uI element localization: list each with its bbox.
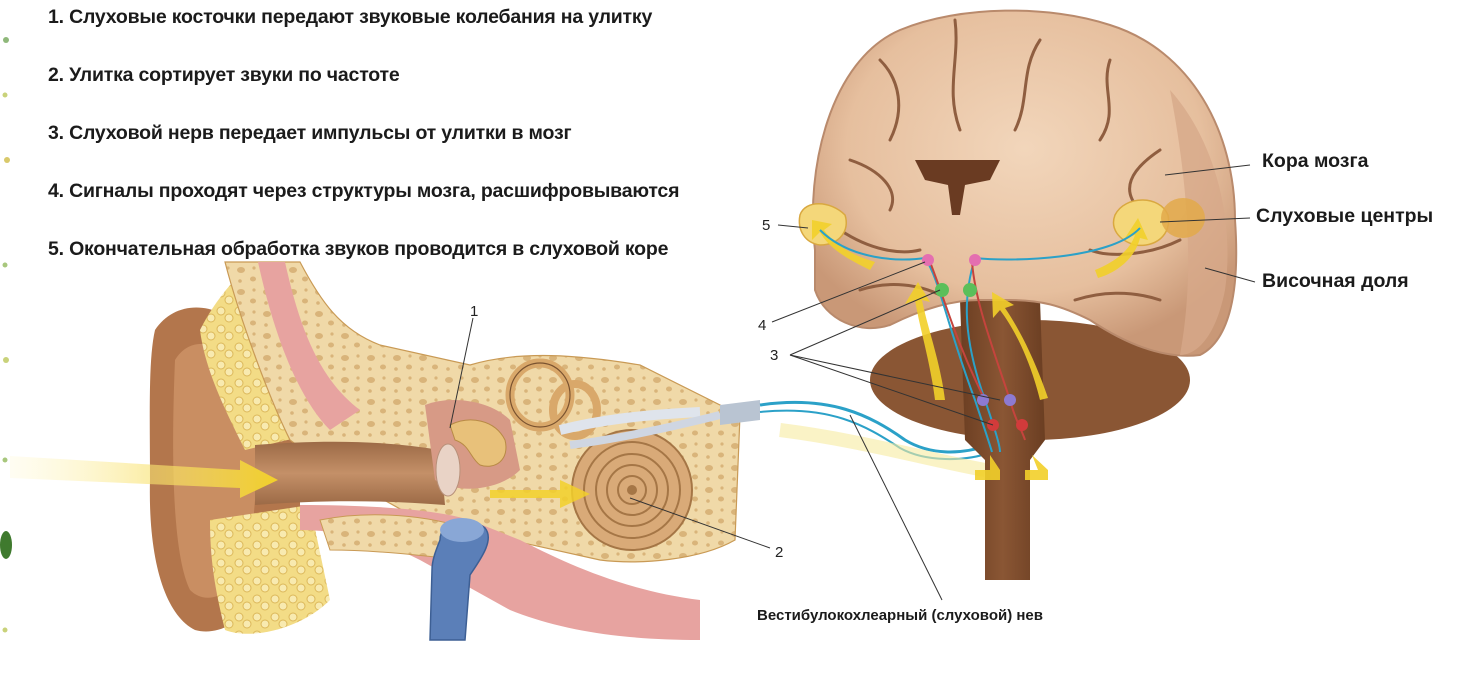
- label-temporal-lobe: Височная доля: [1262, 270, 1409, 293]
- step-4: 4. Сигналы проходят через структуры мозг…: [48, 178, 679, 236]
- brainstem: [960, 300, 1045, 580]
- callout-5: 5: [762, 217, 770, 234]
- label-auditory-centers: Слуховые центры: [1256, 205, 1433, 228]
- callout-1: 1: [470, 303, 478, 320]
- eardrum: [436, 444, 460, 496]
- step-3: 3. Слуховой нерв передает импульсы от ул…: [48, 120, 679, 178]
- ear-illustration: [150, 262, 760, 640]
- cochlea: [572, 430, 692, 550]
- auditory-center-right: [1114, 200, 1169, 245]
- label-cortex: Кора мозга: [1262, 150, 1368, 173]
- step-1: 1. Слуховые косточки передают звуковые к…: [48, 4, 679, 62]
- callout-4: 4: [758, 317, 766, 334]
- step-5: 5. Окончательная обработка звуков провод…: [48, 236, 679, 294]
- callout-3: 3: [770, 347, 778, 364]
- steps-list: 1. Слуховые косточки передают звуковые к…: [48, 4, 679, 294]
- left-edge-decoration: [0, 0, 14, 680]
- callout-2: 2: [775, 544, 783, 561]
- label-vestibulocochlear-nerve: Вестибулокохлеарный (слуховой) нев: [757, 607, 1043, 624]
- ear-canal: [255, 442, 445, 505]
- step-2: 2. Улитка сортирует звуки по частоте: [48, 62, 679, 120]
- brain-illustration: [799, 11, 1236, 580]
